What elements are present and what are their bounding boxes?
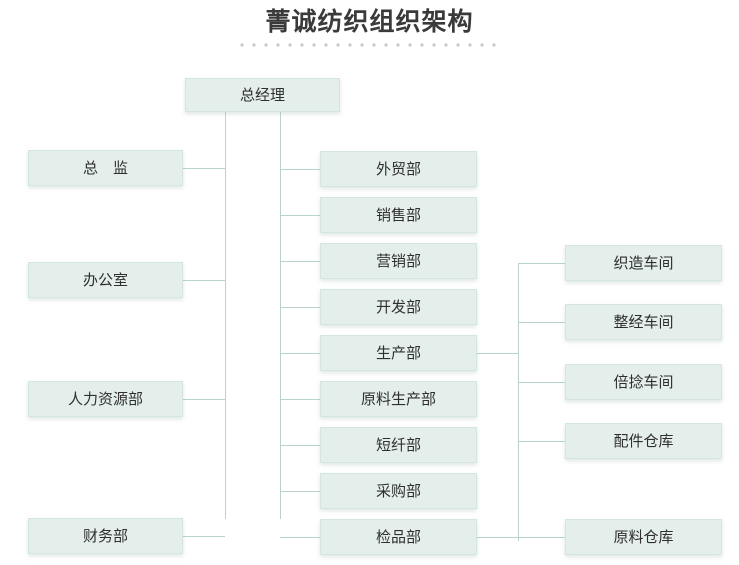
connector-production-stem: [477, 353, 518, 354]
connector-to-material-warehouse: [477, 537, 565, 538]
node-label: 办公室: [82, 271, 128, 289]
node-label: 生产部: [375, 344, 421, 362]
node-director[interactable]: 总 监: [28, 150, 183, 186]
node-finance[interactable]: 财务部: [28, 518, 183, 554]
node-label: 总经理: [239, 86, 285, 104]
connector-to-foreign-trade: [280, 169, 320, 170]
node-development[interactable]: 开发部: [320, 289, 477, 325]
connector-root-middle-trunk: [280, 112, 281, 519]
node-warping-workshop[interactable]: 整经车间: [565, 304, 722, 340]
connector-production-trunk: [518, 263, 519, 541]
node-raw-material-production[interactable]: 原料生产部: [320, 381, 477, 417]
node-parts-warehouse[interactable]: 配件仓库: [565, 423, 722, 459]
node-label: 人力资源部: [67, 390, 143, 408]
connector-to-twisting-workshop: [518, 382, 565, 383]
chart-header: 菁诚纺织组织架构: [0, 6, 739, 48]
connector-to-purchasing: [280, 491, 320, 492]
connector-root-left-trunk: [225, 112, 226, 519]
node-human-resources[interactable]: 人力资源部: [28, 381, 183, 417]
node-weaving-workshop[interactable]: 织造车间: [565, 245, 722, 281]
node-label: 开发部: [375, 298, 421, 316]
connector-to-parts-warehouse: [518, 441, 565, 442]
node-production[interactable]: 生产部: [320, 335, 477, 371]
node-foreign-trade[interactable]: 外贸部: [320, 151, 477, 187]
node-inspection[interactable]: 检品部: [320, 519, 477, 555]
connector-to-human-resources: [183, 399, 225, 400]
node-twisting-workshop[interactable]: 倍捻车间: [565, 364, 722, 400]
node-general-manager[interactable]: 总经理: [185, 78, 340, 112]
node-label: 整经车间: [613, 313, 674, 331]
node-label: 原料生产部: [360, 390, 436, 408]
node-purchasing[interactable]: 采购部: [320, 473, 477, 509]
connector-to-development: [280, 307, 320, 308]
node-label: 外贸部: [375, 160, 421, 178]
connector-to-director: [183, 168, 225, 169]
node-label: 配件仓库: [613, 432, 674, 450]
node-label: 检品部: [375, 528, 421, 546]
connector-to-office: [183, 280, 225, 281]
connector-to-marketing: [280, 261, 320, 262]
node-short-fiber[interactable]: 短纤部: [320, 427, 477, 463]
connector-to-weaving-workshop: [518, 263, 565, 264]
connector-to-short-fiber: [280, 445, 320, 446]
node-label: 原料仓库: [613, 528, 674, 546]
page-title: 菁诚纺织组织架构: [265, 8, 474, 36]
node-label: 织造车间: [613, 254, 674, 272]
connector-to-inspection: [280, 537, 320, 538]
node-label: 销售部: [375, 206, 421, 224]
node-label: 财务部: [82, 527, 128, 545]
connector-to-sales: [280, 215, 320, 216]
node-marketing[interactable]: 营销部: [320, 243, 477, 279]
title-dotted-divider: [235, 42, 504, 48]
connector-to-raw-material-prod: [280, 399, 320, 400]
node-material-warehouse[interactable]: 原料仓库: [565, 519, 722, 555]
connector-to-finance: [183, 536, 225, 537]
node-label: 倍捻车间: [613, 373, 674, 391]
node-label: 总 监: [82, 159, 128, 177]
node-label: 营销部: [375, 252, 421, 270]
node-sales[interactable]: 销售部: [320, 197, 477, 233]
node-label: 短纤部: [375, 436, 421, 454]
connector-to-warping-workshop: [518, 322, 565, 323]
node-label: 采购部: [375, 482, 421, 500]
node-office[interactable]: 办公室: [28, 262, 183, 298]
connector-to-production: [280, 353, 320, 354]
